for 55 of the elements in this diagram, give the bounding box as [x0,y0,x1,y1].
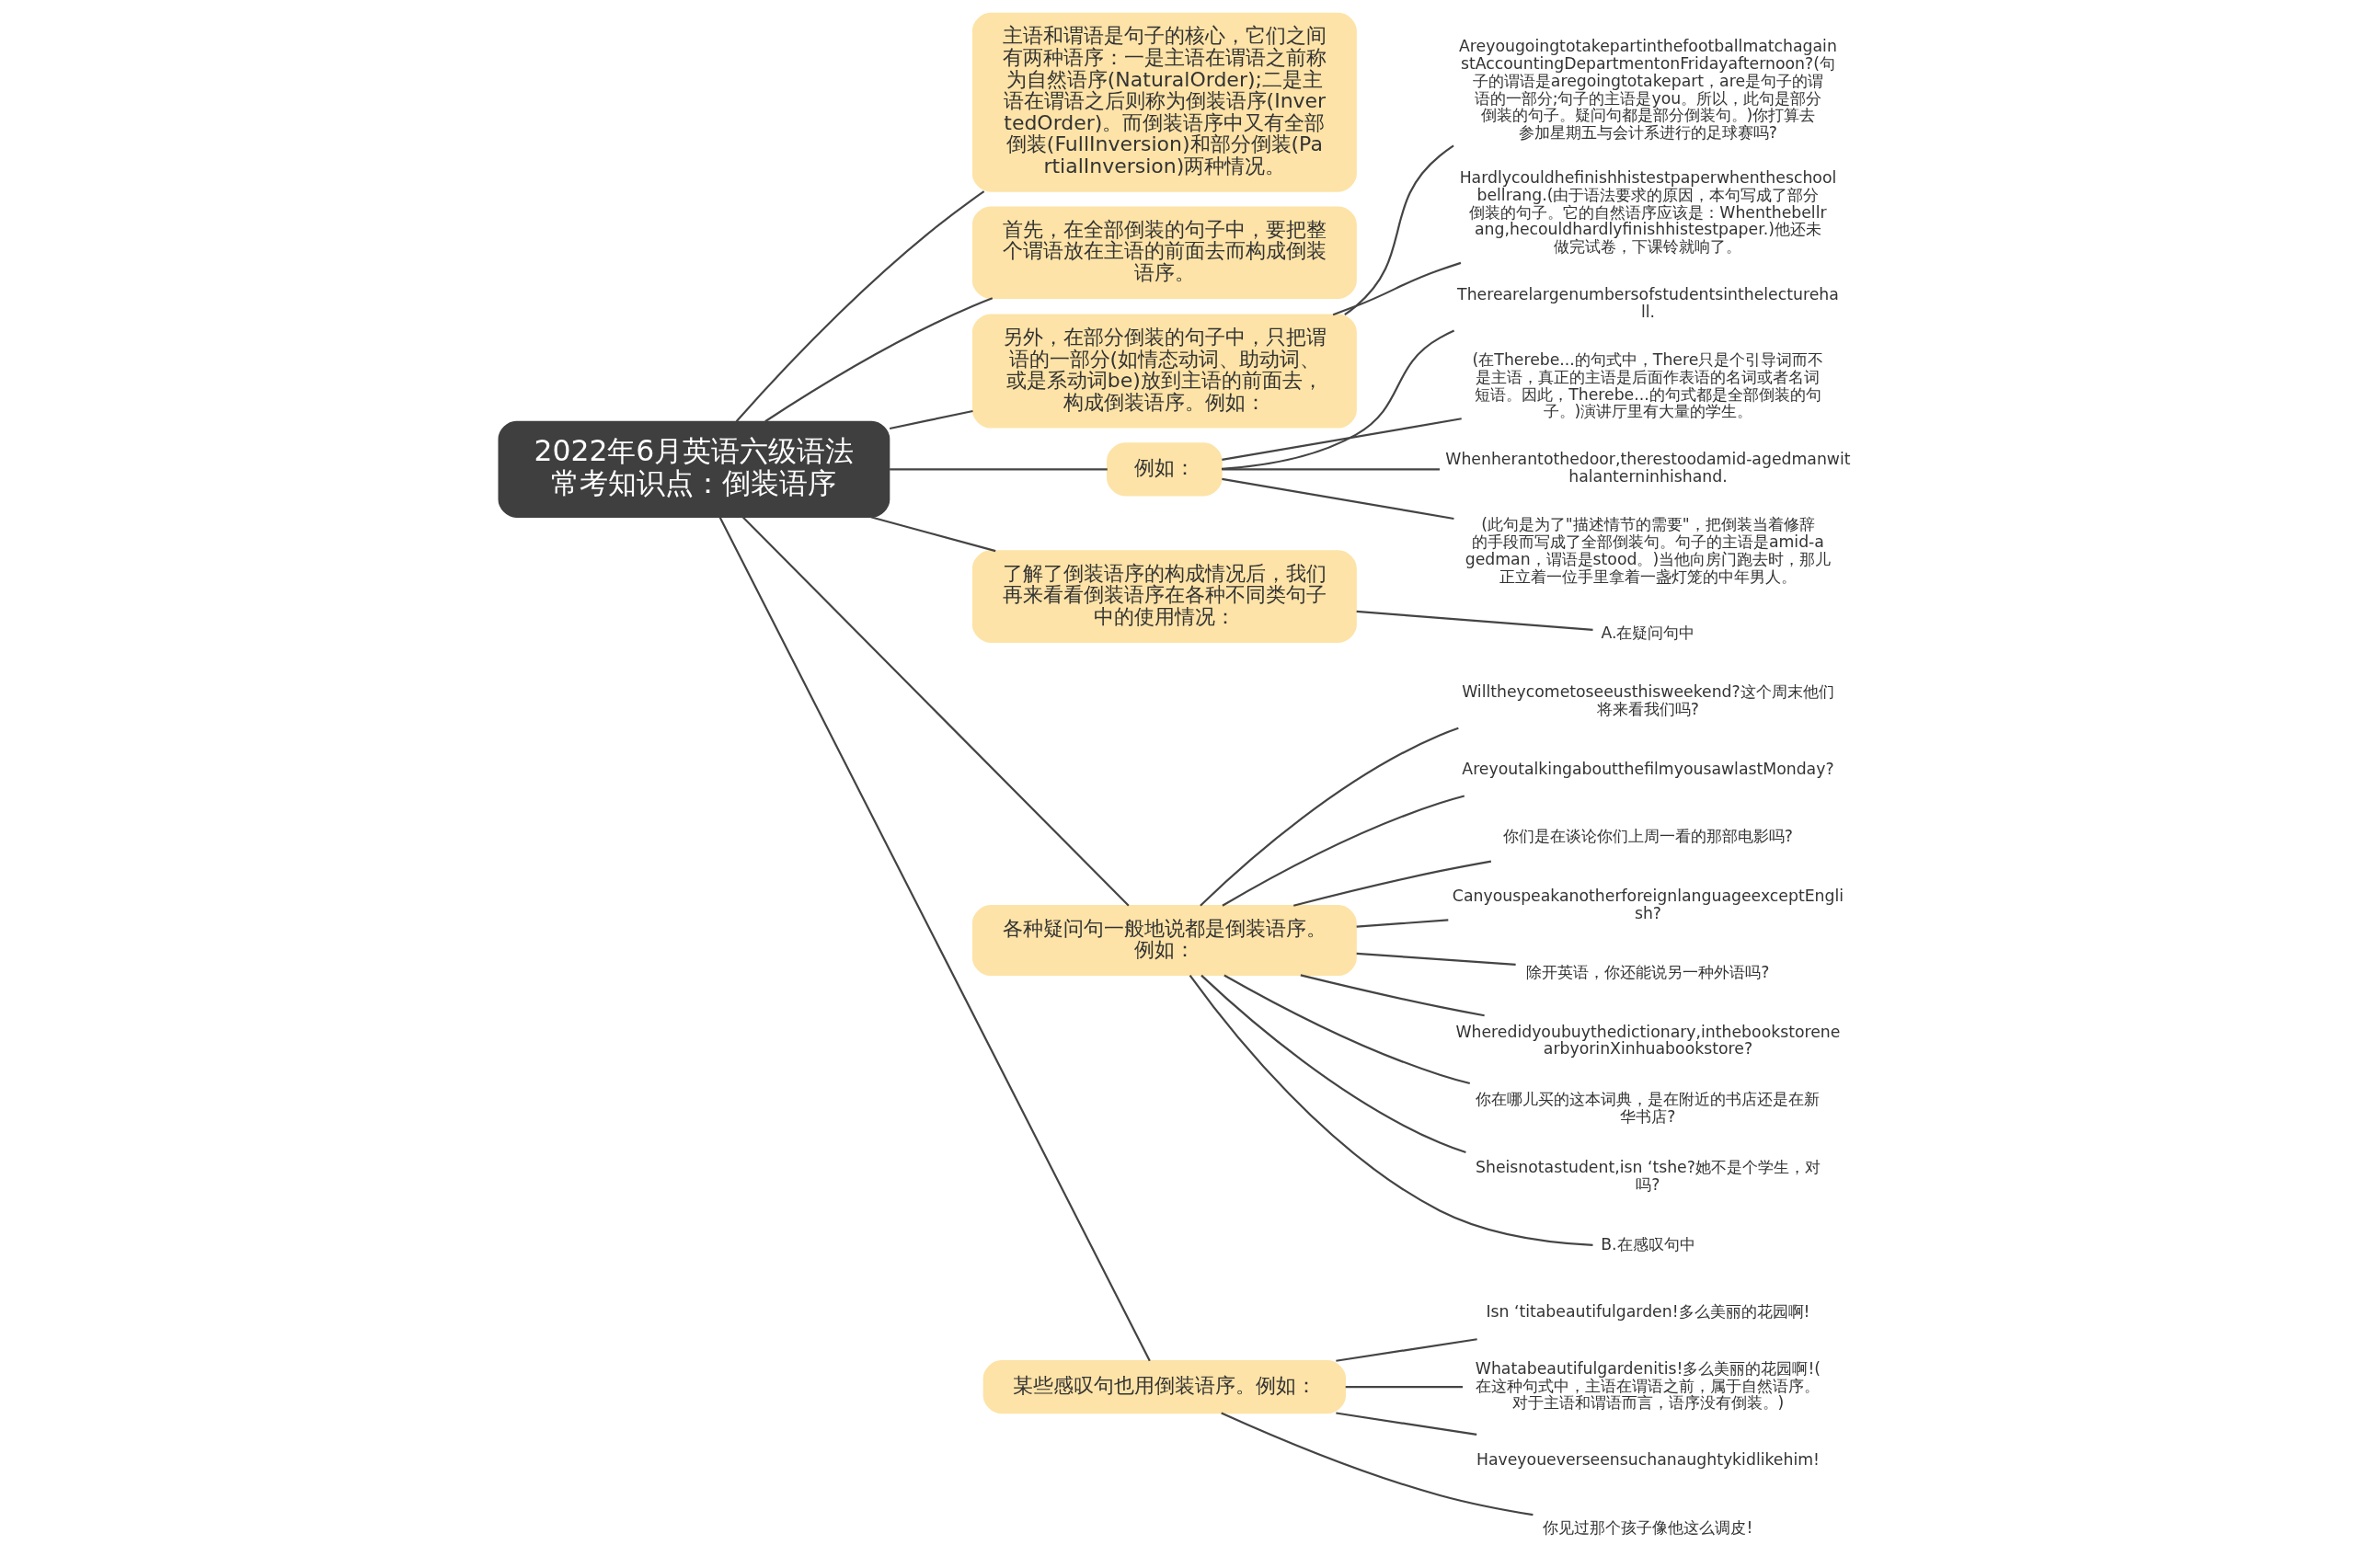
node-text: B.在感叹句中 [1601,1234,1695,1253]
connector [1345,1386,1464,1389]
node-text: 你在哪儿买的这本词典，是在附近的书店还是在新华书店? [1476,1090,1821,1127]
node-text: Wheredidyoubuythedictionary,inthebookstorenearbyorinXinhuabookstore? [1455,1022,1841,1059]
connector [1336,1412,1477,1436]
node-text: 你们是在谈论你们上周一看的那部电影吗? [1502,827,1794,846]
connector [1222,418,1462,461]
node-text: (在Therebe...的句式中，There只是个引导词而不是主语，真正的主语是后面作表语的名词或者名词短语。因此，Therebe...的句式都是全部倒装的句子。)演讲厅里有大量的学生。 [1472,349,1824,421]
node-box: 了解了倒装语序的构成情况后，我们再来看看倒装语序在各种不同类句子中的使用情况： [971,550,1357,643]
connector [1336,1338,1477,1362]
connector [1223,974,1471,1085]
node-text: CanyouspeakanotherforeignlanguageexceptEnglish? [1452,886,1844,922]
connector [1356,919,1449,928]
node-text: AreyougoingtotakepartinthefootballmatchagainstAccountingDepartmentonFridayafternoon?(句子的谓语是aregoingtotakepart，are是句子的谓语的一部分;句子的主语是you。所以，此句是部分倒装的句子。疑问句都是部分倒装句。)你打算去参加星期五与会计系进行的足球赛吗? [1459,36,1837,143]
connector [1221,329,1455,470]
connector [1332,261,1462,316]
connector [1222,477,1454,521]
connector [890,468,1108,471]
node-box: 首先，在全部倒装的句子中，要把整个谓语放在主语的前面去而构成倒装语序。 [971,206,1357,299]
node-text: Sheisnotastudent,isn ‘tshe?她不是个学生，对吗? [1476,1158,1821,1195]
connector [1221,1412,1534,1516]
connector [741,516,1130,907]
connector [1200,727,1459,907]
node-text: Isn ‘titabeautifulgarden!多么美丽的花园啊! [1486,1302,1810,1322]
node-text: Therearelargenumbersofstudentsinthelecturehall. [1457,285,1839,322]
connector [1222,468,1440,471]
node-text: 你见过那个孩子像他这么调皮! [1543,1517,1753,1537]
connector [1300,974,1485,1017]
connector [1222,795,1465,907]
node-box: 某些感叹句也用倒装语序。例如： [982,1360,1347,1414]
connector [1356,952,1516,966]
node-text: Haveyoueverseensuchanaughtykidlikehim! [1476,1449,1820,1469]
connector [1356,610,1593,631]
node-text: (此句是为了"描述情节的需要"，把倒装当着修辞的手段而写成了全部倒装句。句子的主语是amid-agedman，谓语是stood。)当他向房门跑去时，那儿正立着一位手里拿着一盏灯笼的中年男人。 [1465,515,1832,586]
node-box: 2022年6月英语六级语法常考知识点：倒装语序 [498,420,890,518]
node-text: AreyoutalkingaboutthefilmyousawlastMonday? [1462,759,1834,778]
node-text: A.在疑问句中 [1601,623,1695,642]
connector [1344,144,1454,316]
connector [1200,974,1466,1154]
connector [889,409,973,430]
connector [1189,974,1593,1246]
connector [764,297,994,423]
node-box: 例如： [1107,442,1223,497]
node-text: Whatabeautifulgardenitis!多么美丽的花园啊!(在这种句式中，主语在谓语之前，属于自然语序。对于主语和谓语而言，语序没有倒装。) [1475,1358,1821,1413]
node-box: 各种疑问句一般地说都是倒装语序。例如： [971,905,1357,977]
connector [735,190,985,422]
node-text: Willtheycometoseeusthisweekend?这个周末他们将来看我们吗? [1462,682,1834,719]
connector [718,517,1151,1362]
node-box: 另外，在部分倒装的句子中，只把谓语的一部分(如情态动词、助动词、或是系动词be)放到主语的前面去，构成倒装语序。例如： [971,314,1357,429]
node-box: 主语和谓语是句子的核心，它们之间有两种语序：一是主语在谓语之前称为自然语序(NaturalOrder);二是主语在谓语之后则称为倒装语序(InvertedOrder)。而倒装语序中又有全部倒装(FullInversion)和部分倒装(PartialInversion)两种情况。 [971,12,1357,192]
connector [870,516,996,553]
node-text: Whenherantothedoor,therestoodamid-agedmanwithalanterninhishand. [1445,450,1851,486]
node-text: 除开英语，你还能说另一种外语吗? [1526,963,1770,982]
connector [1292,860,1492,907]
node-text: Hardlycouldhefinishhistestpaperwhentheschoolbellrang.(由于语法要求的原因，本句写成了部分倒装的句子。它的自然语序应该是：Whenthebellrang,hecouldhardlyfinishhistestpaper.)他还未做完试卷，下课铃就响了。 [1459,167,1837,257]
